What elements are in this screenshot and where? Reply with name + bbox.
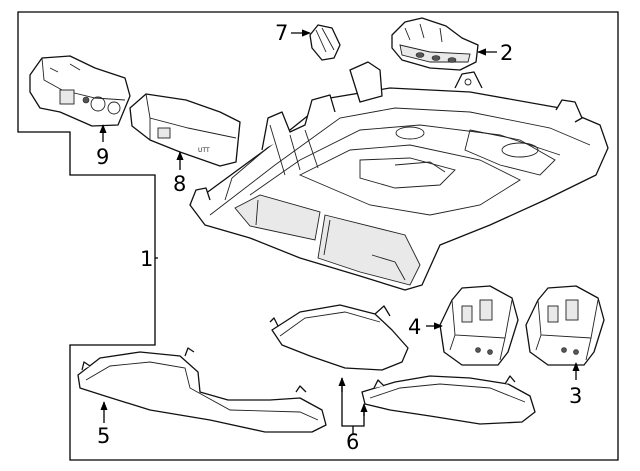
callout-1: 1: [140, 247, 153, 271]
switch-assembly-8: UTT: [129, 93, 241, 167]
trim-panel: [77, 347, 327, 433]
leader-6: [341, 378, 365, 427]
lamp-module-4: [439, 285, 519, 366]
callout-5: 5: [97, 424, 110, 448]
callout-4: 4: [408, 315, 421, 339]
switch-label-text: UTT: [198, 147, 210, 154]
diagram-frame: [17, 11, 619, 461]
map-lamp-assembly: [391, 17, 479, 71]
callout-9: 9: [96, 145, 109, 169]
callout-6: 6: [346, 430, 359, 454]
overhead-console-housing: [189, 61, 609, 291]
lens-upper: [269, 304, 409, 371]
lamp-module-3: [525, 285, 605, 366]
callout-8: 8: [173, 172, 186, 196]
switch-assembly-9: [29, 55, 131, 127]
callout-3: 3: [569, 384, 582, 408]
callout-7: 7: [275, 21, 288, 45]
callout-labels: 7 2 9 8 1 4 3 5 6: [96, 21, 582, 454]
leader-lines: [99, 29, 580, 434]
lens-lower: [361, 375, 536, 425]
callout-2: 2: [500, 41, 513, 65]
bulb: [309, 24, 341, 61]
